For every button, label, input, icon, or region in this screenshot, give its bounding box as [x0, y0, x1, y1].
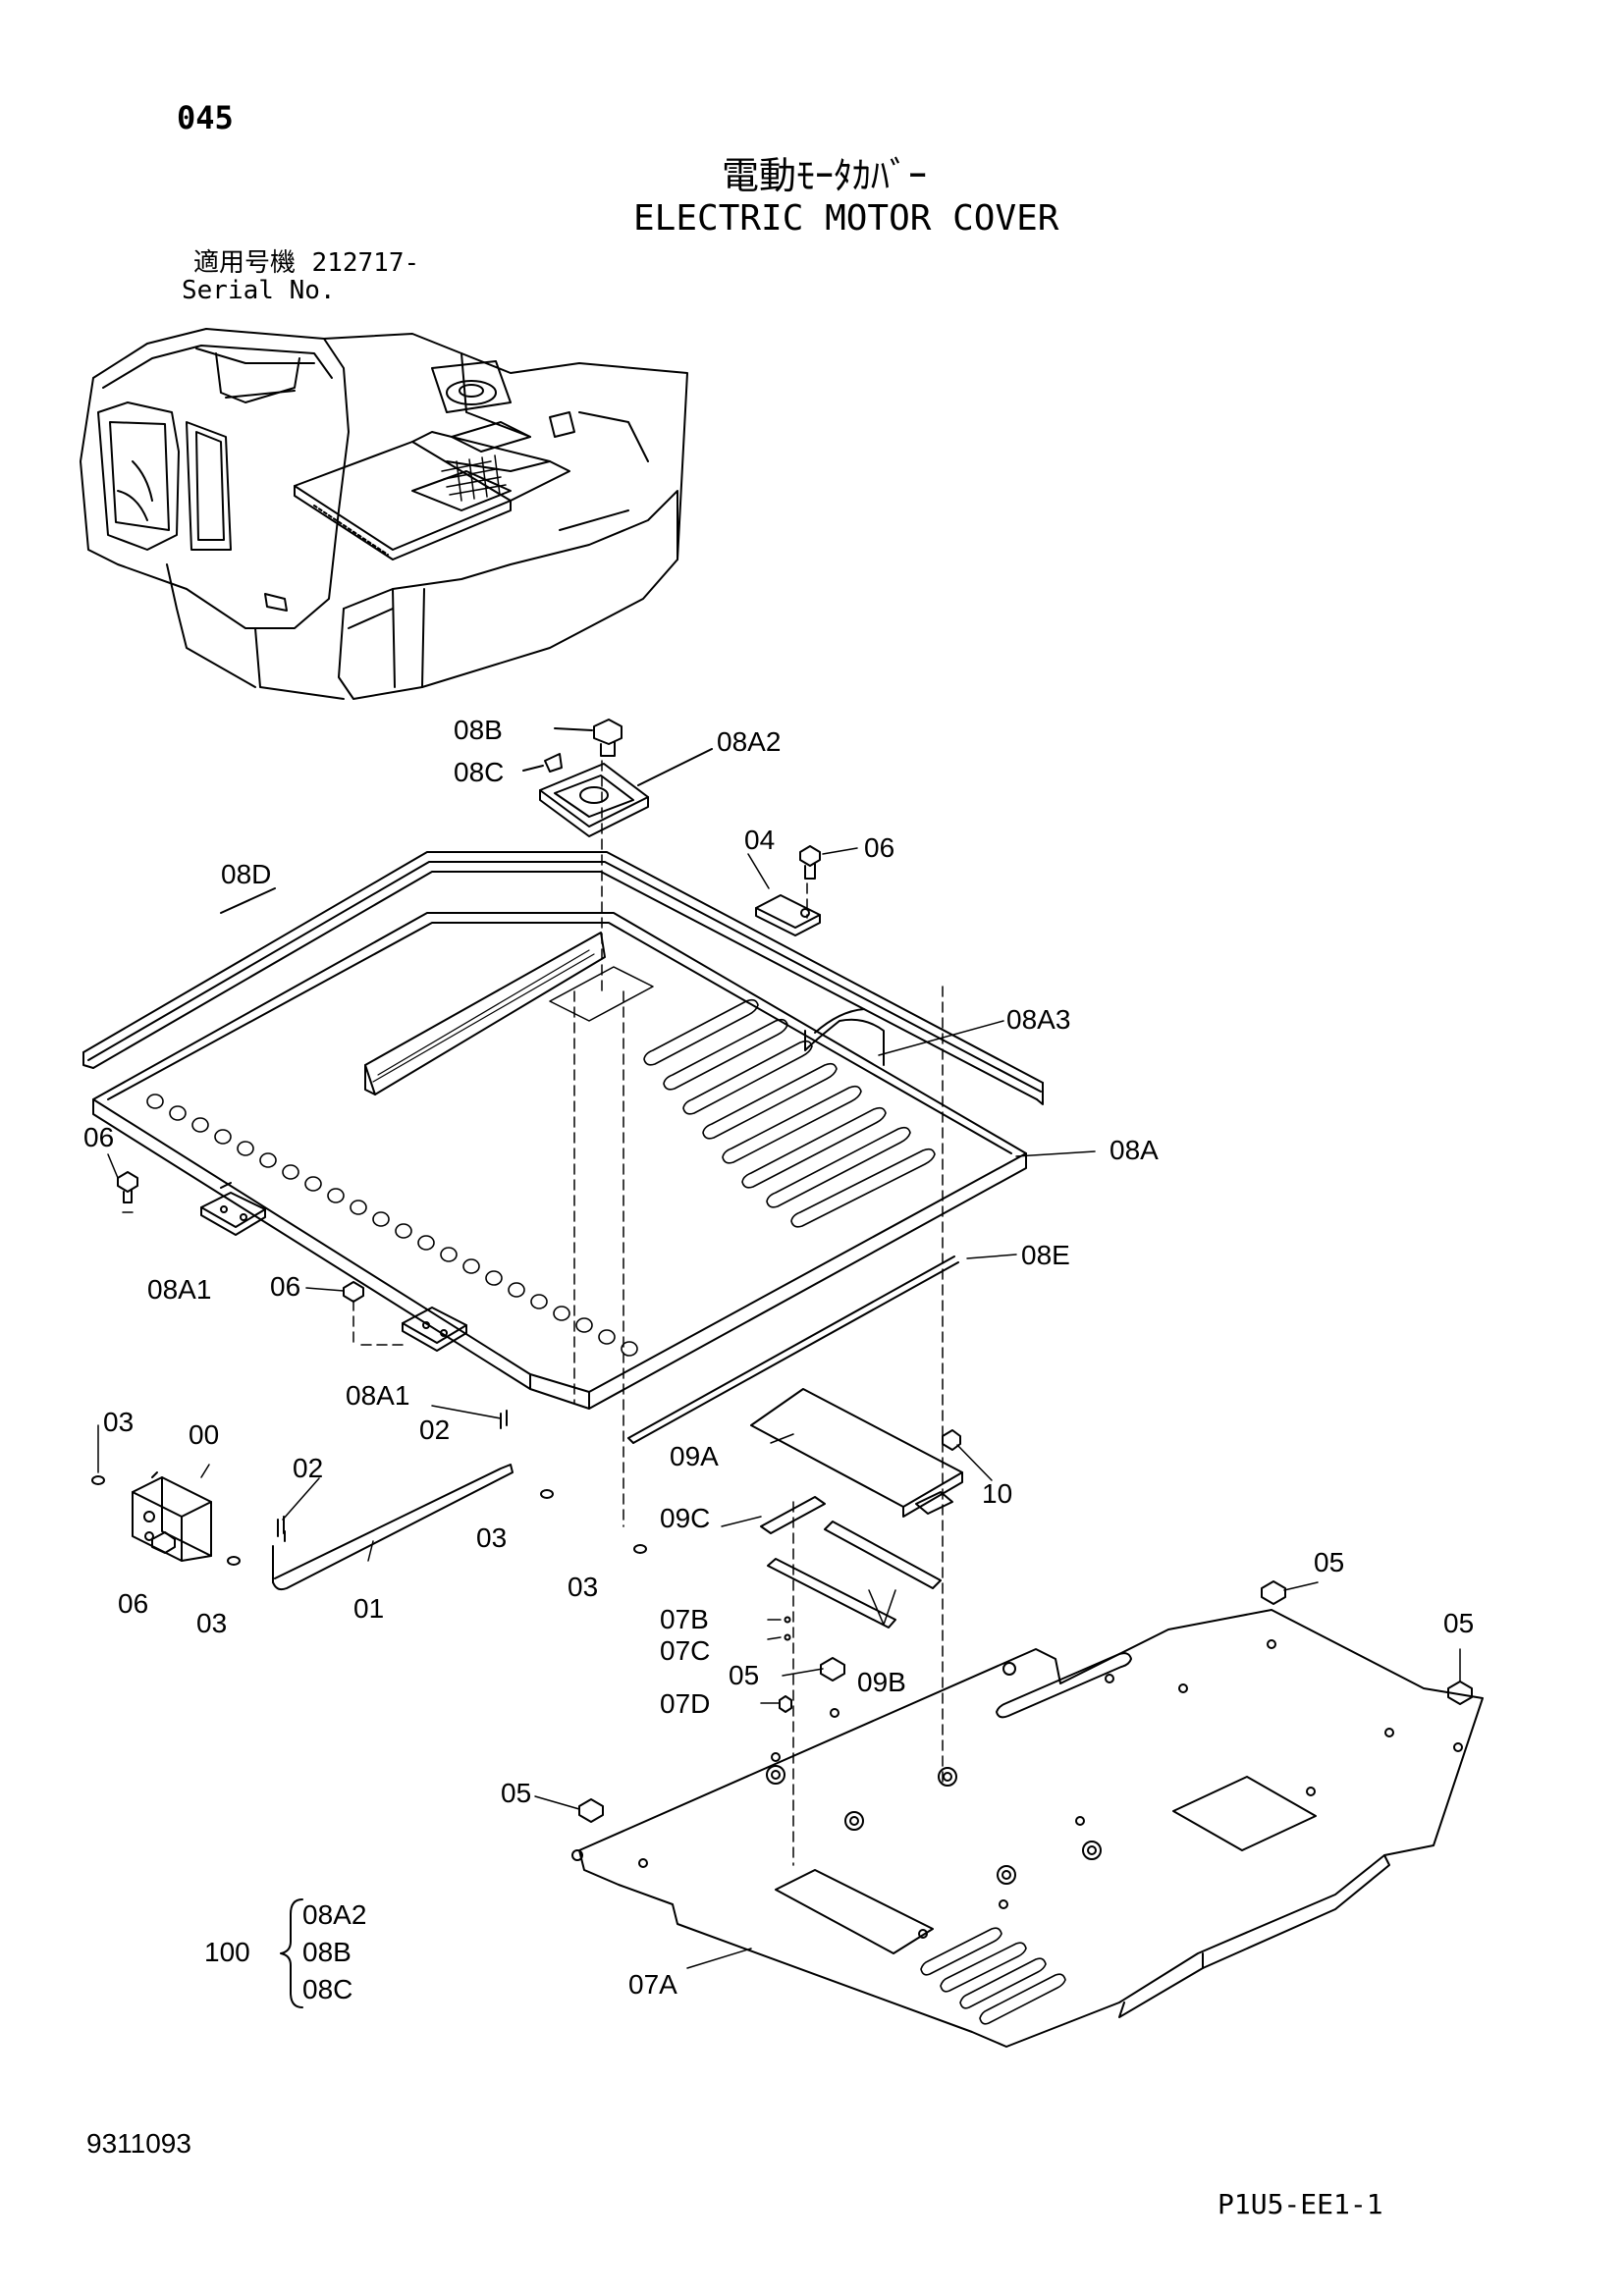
callout-06-left: 06 — [83, 1122, 115, 1152]
excavator-overview — [80, 328, 688, 700]
callout-08C: 08C — [454, 757, 505, 787]
washer-03-d — [633, 1544, 647, 1554]
cover-slots-left — [146, 1094, 638, 1357]
callout-08A1-mid: 08A1 — [346, 1380, 410, 1411]
washer-03-c — [540, 1489, 554, 1499]
washer-03-b — [227, 1556, 241, 1566]
strip-09B — [767, 1521, 942, 1629]
cover-vent-slots — [643, 998, 936, 1228]
hinge-mid-08A1 — [402, 1307, 467, 1352]
bolt-06-left — [117, 1171, 138, 1203]
callout-08A3: 08A3 — [1006, 1004, 1071, 1035]
callout-06-mid: 06 — [270, 1271, 301, 1302]
serial-label-english: Serial No. — [182, 276, 336, 305]
callout-03-a: 03 — [103, 1407, 135, 1437]
kit-brace — [280, 1898, 303, 2008]
page-code: P1U5-EE1-1 — [1218, 2188, 1383, 2220]
center-lines — [122, 760, 944, 1866]
serial-value: 212717- — [311, 248, 420, 278]
callout-03-c: 03 — [476, 1522, 508, 1553]
page-number: 045 — [177, 99, 234, 136]
callout-08A1-left: 08A1 — [147, 1274, 212, 1305]
callout-07B: 07B — [660, 1604, 709, 1634]
callout-00: 00 — [189, 1419, 220, 1450]
document-number: 9311093 — [86, 2128, 191, 2159]
title-english: ELECTRIC MOTOR COVER — [633, 198, 1059, 239]
callout-05-b: 05 — [1314, 1547, 1345, 1577]
callout-08A2: 08A2 — [717, 726, 782, 757]
callout-07D: 07D — [660, 1688, 711, 1719]
bolt-06-d — [151, 1531, 176, 1554]
callout-08E: 08E — [1021, 1240, 1070, 1270]
strip-09C — [760, 1496, 826, 1534]
callout-10: 10 — [982, 1478, 1013, 1509]
pad-09A — [750, 1388, 963, 1518]
callout-06-top: 06 — [864, 832, 895, 863]
kit-item-08C: 08C — [302, 1974, 353, 2004]
main-cover-08A — [92, 912, 1027, 1410]
bracket-00 — [132, 1471, 212, 1562]
kit-number: 100 — [204, 1937, 250, 1967]
serial-label-jp-text: 適用号機 — [193, 248, 297, 278]
callout-02-a: 02 — [419, 1415, 451, 1445]
bolt-06-top — [799, 845, 821, 880]
lock-assembly — [522, 719, 713, 837]
kit-item-08A2: 08A2 — [302, 1899, 367, 1930]
callout-08A: 08A — [1110, 1135, 1159, 1165]
serial-label-japanese: 適用号機 212717- — [193, 250, 419, 276]
callout-02-b: 02 — [293, 1453, 324, 1483]
bracket-04 — [755, 894, 821, 936]
callout-06-d: 06 — [118, 1588, 149, 1619]
washer-03-a — [91, 1475, 105, 1485]
callout-03-d: 03 — [568, 1572, 599, 1602]
bolts-05 — [578, 1580, 1473, 1823]
kit-item-08B: 08B — [302, 1937, 352, 1967]
callout-09C: 09C — [660, 1503, 711, 1533]
callout-09B: 09B — [857, 1667, 906, 1697]
callout-08B: 08B — [454, 715, 503, 745]
callout-07C: 07C — [660, 1635, 711, 1666]
callout-09A: 09A — [670, 1441, 719, 1471]
callout-01: 01 — [353, 1593, 385, 1624]
seal-08E — [627, 1255, 959, 1444]
bottom-plate-07A — [571, 1609, 1484, 2048]
callout-05-c: 05 — [1443, 1608, 1475, 1638]
bolt-06-mid — [343, 1281, 364, 1303]
callout-05-a: 05 — [729, 1660, 760, 1690]
callout-05-d: 05 — [501, 1778, 532, 1808]
title-japanese: 電動ﾓｰﾀｶﾊﾞｰ — [722, 154, 928, 197]
hinge-left-08A1 — [200, 1182, 266, 1236]
leader-lines — [97, 847, 1461, 1969]
callout-07A: 07A — [628, 1969, 677, 2000]
weatherstrip-08D — [82, 851, 1044, 1105]
callout-04: 04 — [744, 825, 776, 855]
callout-08D: 08D — [221, 859, 272, 889]
bolt-10 — [942, 1429, 961, 1451]
callout-03-b: 03 — [196, 1608, 228, 1638]
